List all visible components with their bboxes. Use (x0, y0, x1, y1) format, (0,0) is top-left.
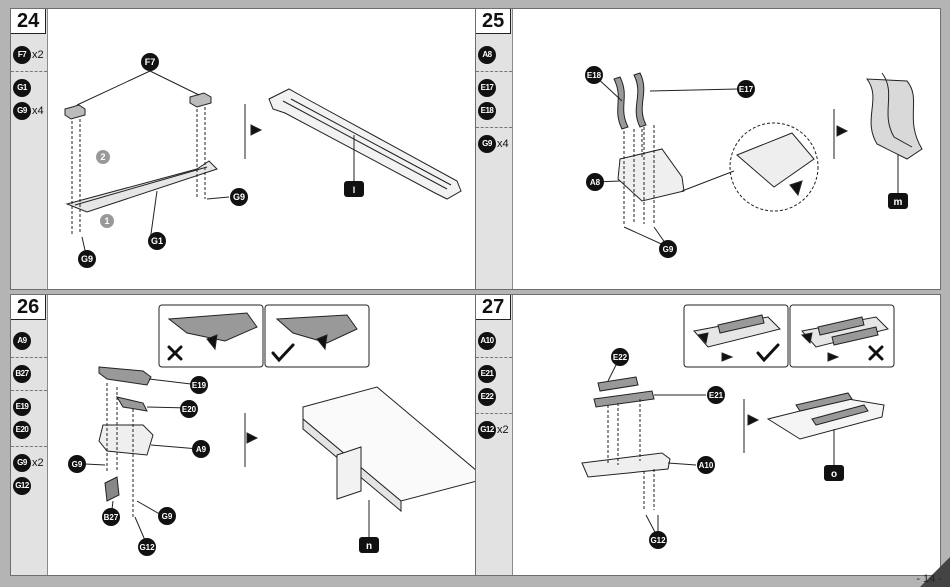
callout-g1: G1 (151, 236, 163, 246)
part-badge: G9 (13, 454, 31, 472)
part-item: A9 (13, 330, 47, 351)
callout-e22: E22 (613, 353, 628, 362)
result-label: n (366, 541, 372, 552)
part-item: E21 (478, 363, 512, 384)
callout-b27: B27 (104, 513, 119, 522)
part-item: E18 (478, 100, 512, 121)
step-number: 26 (11, 295, 46, 320)
part-item: A10 (478, 330, 512, 351)
callout-f7: F7 (145, 57, 156, 67)
part-badge: G12 (478, 421, 496, 439)
part-item: G12 (13, 475, 47, 496)
part-badge: G9 (13, 102, 31, 120)
callout-e18: E18 (587, 71, 602, 80)
callout-g12: G12 (139, 543, 155, 552)
part-badge: B27 (13, 365, 31, 383)
part-badge: A10 (478, 332, 496, 350)
part-badge: A9 (13, 332, 31, 350)
part-item: E22 (478, 386, 512, 407)
step-27-illustration: E22 E21 A10 G12 o (512, 295, 941, 576)
part-qty: x2 (32, 457, 44, 469)
part-badge: E20 (13, 421, 31, 439)
part-badge: G1 (13, 79, 31, 97)
page-number: - 14 - (916, 573, 942, 585)
part-qty: x2 (32, 49, 44, 61)
step-number: 25 (476, 9, 511, 34)
callout-g9: G9 (72, 460, 83, 469)
part-badge: G12 (13, 477, 31, 495)
result-label: l (353, 185, 356, 195)
callout-g9: G9 (663, 245, 674, 254)
callout-g9: G9 (162, 512, 173, 521)
part-item: E20 (13, 419, 47, 440)
part-badge: E22 (478, 388, 496, 406)
result-label: o (831, 469, 837, 480)
step-26-illustration: E19 E20 A9 G9 G9 B27 G12 n (47, 295, 476, 576)
result-label: m (894, 197, 903, 208)
part-qty: x4 (32, 105, 44, 117)
part-badge: G9 (478, 135, 496, 153)
part-badge: A8 (478, 46, 496, 64)
callout-a10: A10 (699, 461, 714, 470)
part-qty: x2 (497, 424, 509, 436)
part-badge: E17 (478, 79, 496, 97)
step-25-illustration: E18 E17 A8 G9 m (512, 9, 941, 290)
part-item: B27 (13, 363, 47, 384)
part-item: G1 (13, 77, 47, 98)
part-item: E17 (478, 77, 512, 98)
part-badge: E18 (478, 102, 496, 120)
part-item: A8 (478, 44, 512, 65)
sequence-2: 2 (100, 152, 105, 162)
part-qty: x4 (497, 138, 509, 150)
part-badge: E21 (478, 365, 496, 383)
callout-g12: G12 (650, 536, 666, 545)
step-24-illustration: F7 G9 G1 G9 1 2 l (47, 9, 476, 290)
callout-a9: A9 (196, 445, 207, 454)
callout-g9: G9 (81, 254, 93, 264)
step-number: 27 (476, 295, 511, 320)
part-badge: F7 (13, 46, 31, 64)
part-item: E19 (13, 396, 47, 417)
sequence-1: 1 (104, 216, 109, 226)
callout-e21: E21 (709, 391, 724, 400)
part-badge: E19 (13, 398, 31, 416)
callout-a8: A8 (590, 178, 601, 187)
step-number: 24 (11, 9, 46, 34)
callout-e17: E17 (739, 85, 754, 94)
callout-g9: G9 (233, 192, 245, 202)
callout-e20: E20 (182, 405, 197, 414)
callout-e19: E19 (192, 381, 207, 390)
